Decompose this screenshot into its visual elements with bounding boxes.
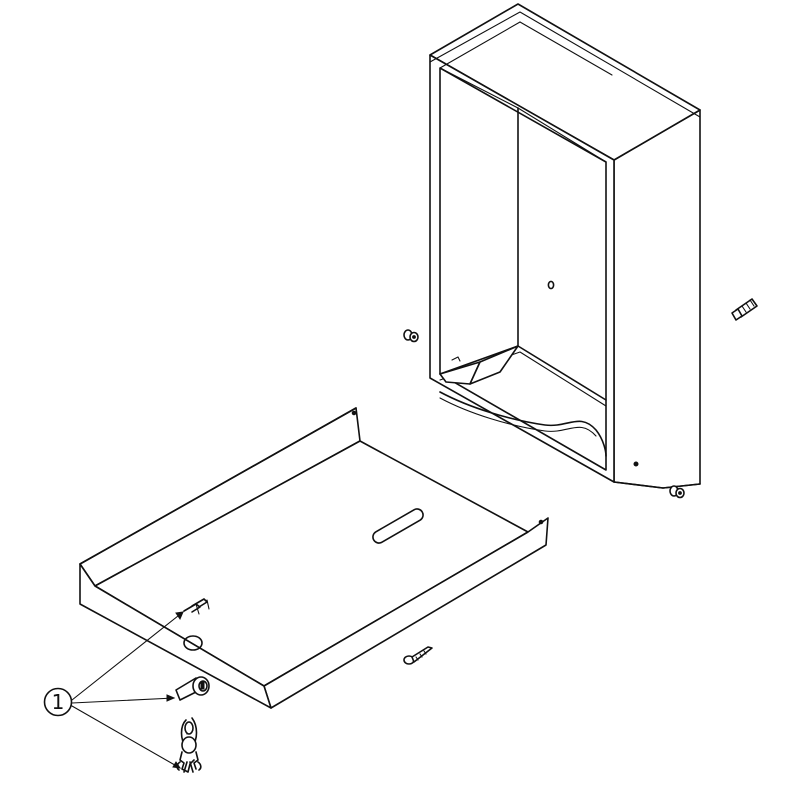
- cabinet-housing: [429, 3, 701, 489]
- base-tray: [79, 407, 549, 709]
- callout-badge: 1: [43, 687, 73, 717]
- wall-bumper-left: [403, 329, 419, 343]
- cam-lock: [175, 676, 210, 701]
- key-set: [176, 717, 202, 773]
- callout-leaders: [71, 611, 184, 769]
- mounting-screw: [403, 646, 433, 665]
- lock-clip: [183, 598, 210, 615]
- wall-bumper-right: [669, 485, 685, 499]
- wall-anchor: [731, 298, 758, 321]
- callout-number: 1: [52, 690, 65, 714]
